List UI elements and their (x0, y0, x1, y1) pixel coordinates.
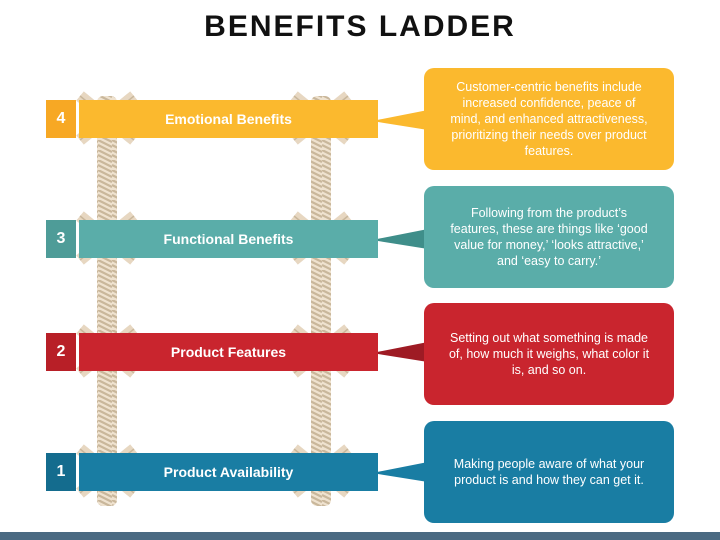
description-text: Making people aware of what your product… (453, 457, 645, 487)
page-title: BENEFITS LADDER (204, 10, 516, 43)
rung-number: 1 (46, 453, 76, 491)
rung-emotional-benefits: 4 Emotional Benefits (46, 100, 378, 138)
pointer-4 (372, 110, 428, 130)
bottom-bar (0, 532, 720, 540)
rung-label: Emotional Benefits (165, 111, 292, 127)
rung-bar: Functional Benefits (79, 220, 378, 258)
rung-bar: Emotional Benefits (79, 100, 378, 138)
rung-product-availability: 1 Product Availability (46, 453, 378, 491)
pointer-2 (372, 342, 428, 362)
rope-right (311, 96, 331, 506)
description-box-product-availability: Making people aware of what your product… (424, 421, 674, 523)
rung-bar: Product Availability (79, 453, 378, 491)
rung-functional-benefits: 3 Functional Benefits (46, 220, 378, 258)
rung-bar: Product Features (79, 333, 378, 371)
rung-label: Product Availability (163, 464, 294, 480)
pointer-1 (372, 462, 428, 482)
rope-left (97, 96, 117, 506)
description-text: Following from the product’s features, t… (450, 206, 648, 268)
description-box-product-features: Setting out what something is made of, h… (424, 303, 674, 405)
rung-number: 4 (46, 100, 76, 138)
rung-label: Product Features (170, 344, 287, 360)
description-box-functional-benefits: Following from the product’s features, t… (424, 186, 674, 288)
description-box-emotional-benefits: Customer-centric benefits include increa… (424, 68, 674, 170)
description-text: Setting out what something is made of, h… (448, 331, 650, 377)
rung-product-features: 2 Product Features (46, 333, 378, 371)
rung-number: 2 (46, 333, 76, 371)
rung-label: Functional Benefits (163, 231, 294, 247)
rung-number: 3 (46, 220, 76, 258)
pointer-3 (372, 229, 428, 249)
description-text: Customer-centric benefits include increa… (450, 80, 648, 158)
